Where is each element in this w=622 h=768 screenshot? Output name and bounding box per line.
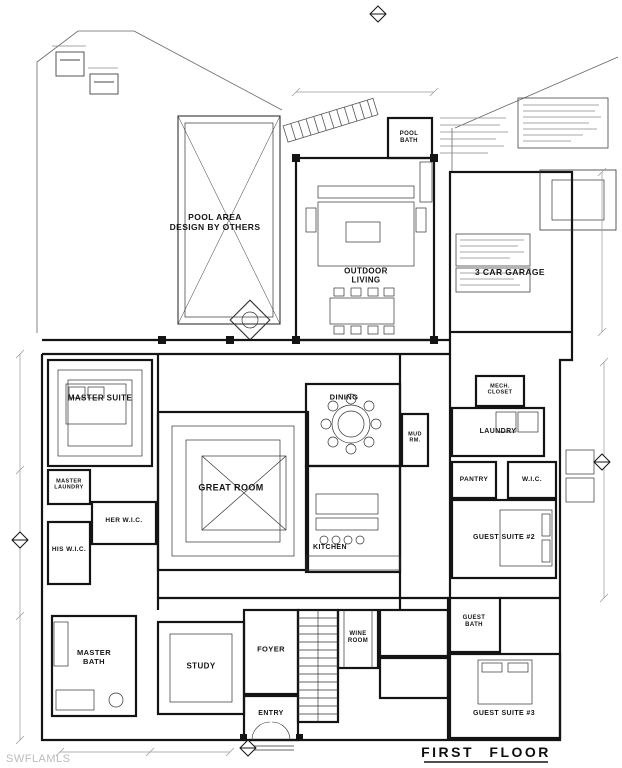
kitchen-label: KITCHEN [313,543,347,551]
property-lines [36,30,619,333]
columns [158,154,438,741]
pool-bath-label-line1: POOL [399,130,419,137]
pool-area-label: POOL AREA DESIGN BY OTHERS [170,212,261,232]
walkway-hatch [282,97,379,143]
outdoor-living-label-line1: OUTDOOR [344,266,388,276]
guest-bath-label: GUEST BATH [463,615,486,629]
section-markers [11,5,611,757]
dining-label: DINING [329,392,359,402]
master-bath-label: MASTER BATH [76,648,112,667]
pool-bath-label: POOL BATH [400,131,419,145]
great-room-label: GREAT ROOM [198,482,264,493]
pool-area-label-line1: POOL AREA [188,211,242,222]
wine-room-label-line2: ROOM [347,638,369,644]
mud-room-label-line1: MUD [408,431,422,438]
master-bath-label-line2: BATH [83,657,105,666]
guest-suite-2-label: GUEST SUITE #2 [472,533,536,541]
pool-area-label-line2: DESIGN BY OTHERS [169,222,261,232]
entry-label: ENTRY [258,709,284,717]
mech-closet-label-line2: CLOSET [487,390,513,396]
walls [40,116,574,742]
outdoor-living-label-line2: LIVING [351,276,381,285]
fine-print-placeholder [52,45,601,286]
his-wic-label: HIS W.I.C. [51,546,87,554]
laundry-label: LAUNDRY [479,427,517,435]
master-suite-label: MASTER SUITE [67,393,133,403]
guest-bath-label-line1: GUEST [462,614,486,621]
interior-details [53,161,617,751]
master-laundry-label: MASTER LAUNDRY [54,479,83,492]
watermark: SWFLAMLS [6,753,71,765]
mech-closet-label-line1: MECH. [490,383,510,390]
foyer-label: FOYER [257,644,285,654]
garage-label: 3 CAR GARAGE [475,266,545,277]
wic-label: W.I.C. [521,476,543,484]
master-laundry-label-line2: LAUNDRY [54,485,84,491]
wine-room-label-line1: WINE [349,630,367,637]
mud-room-label-line2: RM. [409,438,421,444]
guest-suite-3-label: GUEST SUITE #3 [472,709,536,717]
note-boxes [455,97,609,293]
her-wic-label: HER W.I.C. [105,517,143,525]
pool [177,115,281,341]
study-label: STUDY [186,661,216,671]
master-bath-label-line1: MASTER [76,648,112,658]
pool-bath-label-line2: BATH [400,138,418,144]
pool-equipment [55,51,119,95]
mud-room-label: MUD RM. [408,432,422,445]
wine-room-label: WINE ROOM [348,631,368,645]
pantry-label: PANTRY [459,476,489,484]
outdoor-living-label: OUTDOOR LIVING [344,267,388,286]
mech-closet-label: MECH. CLOSET [488,384,513,397]
guest-bath-label-line2: BATH [465,622,483,628]
master-laundry-label-line1: MASTER [56,478,82,485]
sheet-title: FIRST FLOOR [421,744,551,760]
